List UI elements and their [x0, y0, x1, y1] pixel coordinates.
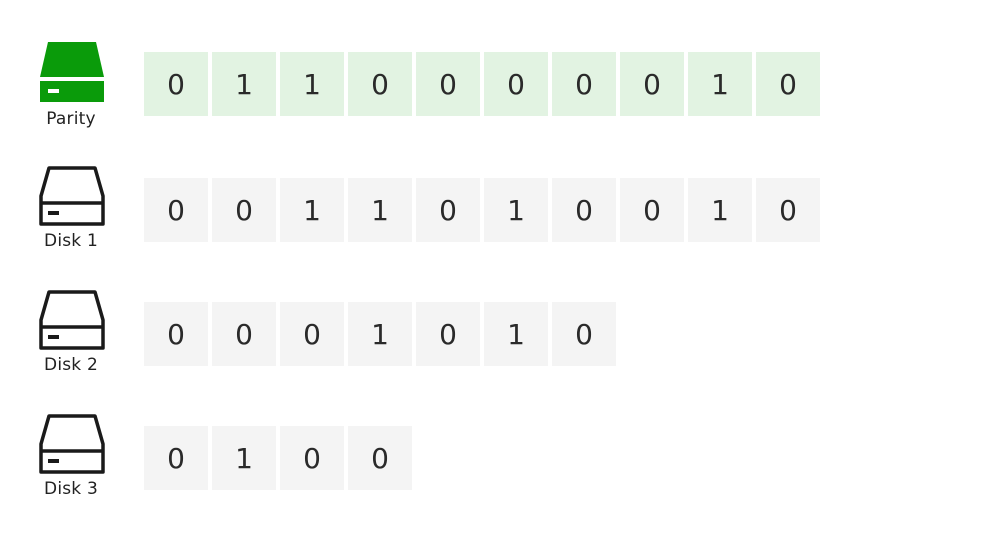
bit-cell: 1 — [212, 52, 276, 116]
bit-cell: 1 — [212, 426, 276, 490]
bit-cell: 0 — [756, 178, 820, 242]
bit-cell: 0 — [280, 302, 344, 366]
drive-label: Parity — [46, 109, 96, 129]
bit-cell: 0 — [552, 178, 616, 242]
bit-cell: 0 — [212, 302, 276, 366]
bit-cell: 0 — [348, 426, 412, 490]
bit-cell: 1 — [484, 178, 548, 242]
bit-cell: 0 — [280, 426, 344, 490]
bit-cell: 0 — [756, 52, 820, 116]
disk-drive: Disk 3 — [30, 414, 112, 514]
bit-cell: 0 — [144, 302, 208, 366]
bit-cell: 1 — [280, 178, 344, 242]
bit-cell: 1 — [348, 302, 412, 366]
disk-drive: Disk 2 — [30, 290, 112, 390]
bit-cell: 0 — [212, 178, 276, 242]
bit-cell: 0 — [416, 52, 480, 116]
bit-cell: 1 — [280, 52, 344, 116]
bit-cell: 0 — [484, 52, 548, 116]
bit-cell: 1 — [484, 302, 548, 366]
bit-cell: 0 — [348, 52, 412, 116]
drive-label: Disk 1 — [44, 231, 98, 251]
bit-cell: 1 — [348, 178, 412, 242]
bit-cell: 1 — [688, 52, 752, 116]
bit-cell: 0 — [552, 52, 616, 116]
bit-cell: 0 — [144, 178, 208, 242]
bit-cell: 0 — [620, 178, 684, 242]
bit-cell: 0 — [144, 426, 208, 490]
bit-cell: 0 — [620, 52, 684, 116]
bit-cell: 1 — [688, 178, 752, 242]
drive-label: Disk 2 — [44, 355, 98, 375]
bit-cell: 0 — [144, 52, 208, 116]
parity-drive: Parity — [30, 42, 112, 142]
disk-drive: Disk 1 — [30, 166, 112, 266]
bit-cell: 0 — [552, 302, 616, 366]
bit-cell: 0 — [416, 178, 480, 242]
bit-cell: 0 — [416, 302, 480, 366]
drive-label: Disk 3 — [44, 479, 98, 499]
